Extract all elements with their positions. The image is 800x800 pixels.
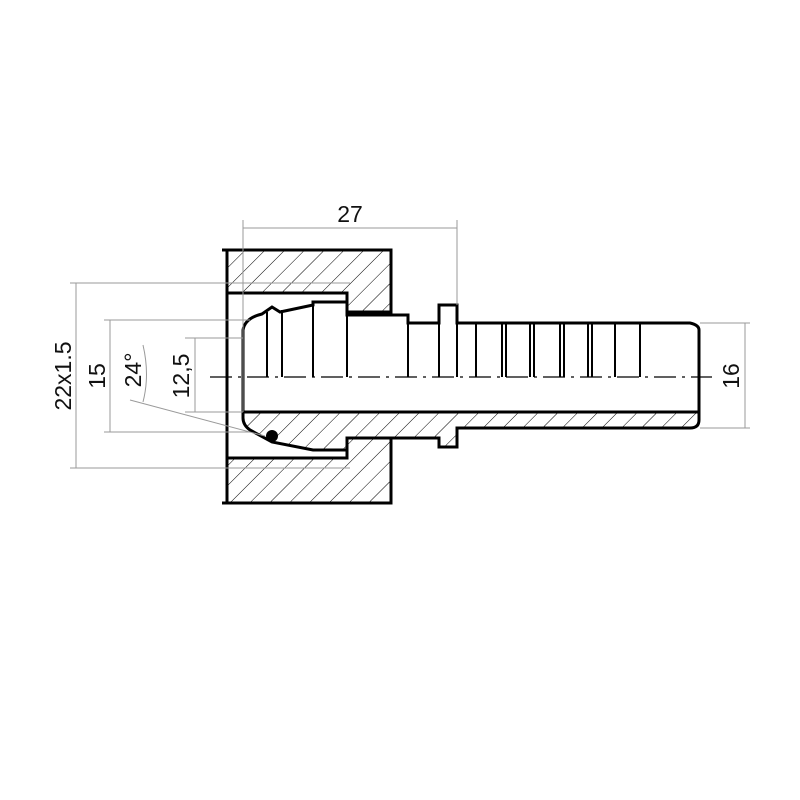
dim-length-label: 27 [337, 201, 363, 227]
dim-thread-label: 22x1.5 [50, 341, 76, 410]
o-ring [266, 430, 278, 442]
dim-bore-label: 12,5 [168, 354, 194, 399]
dimension-lines [70, 220, 750, 469]
body-bottom-section [241, 410, 701, 452]
dim-cone-diameter-label: 15 [84, 363, 110, 389]
dim-cone-angle-label: 24° [120, 353, 146, 388]
dim-hose-tail-label: 16 [718, 363, 744, 389]
body-outline-top [241, 300, 701, 412]
nut-top-section [222, 248, 393, 314]
barb-grooves [266, 305, 641, 377]
